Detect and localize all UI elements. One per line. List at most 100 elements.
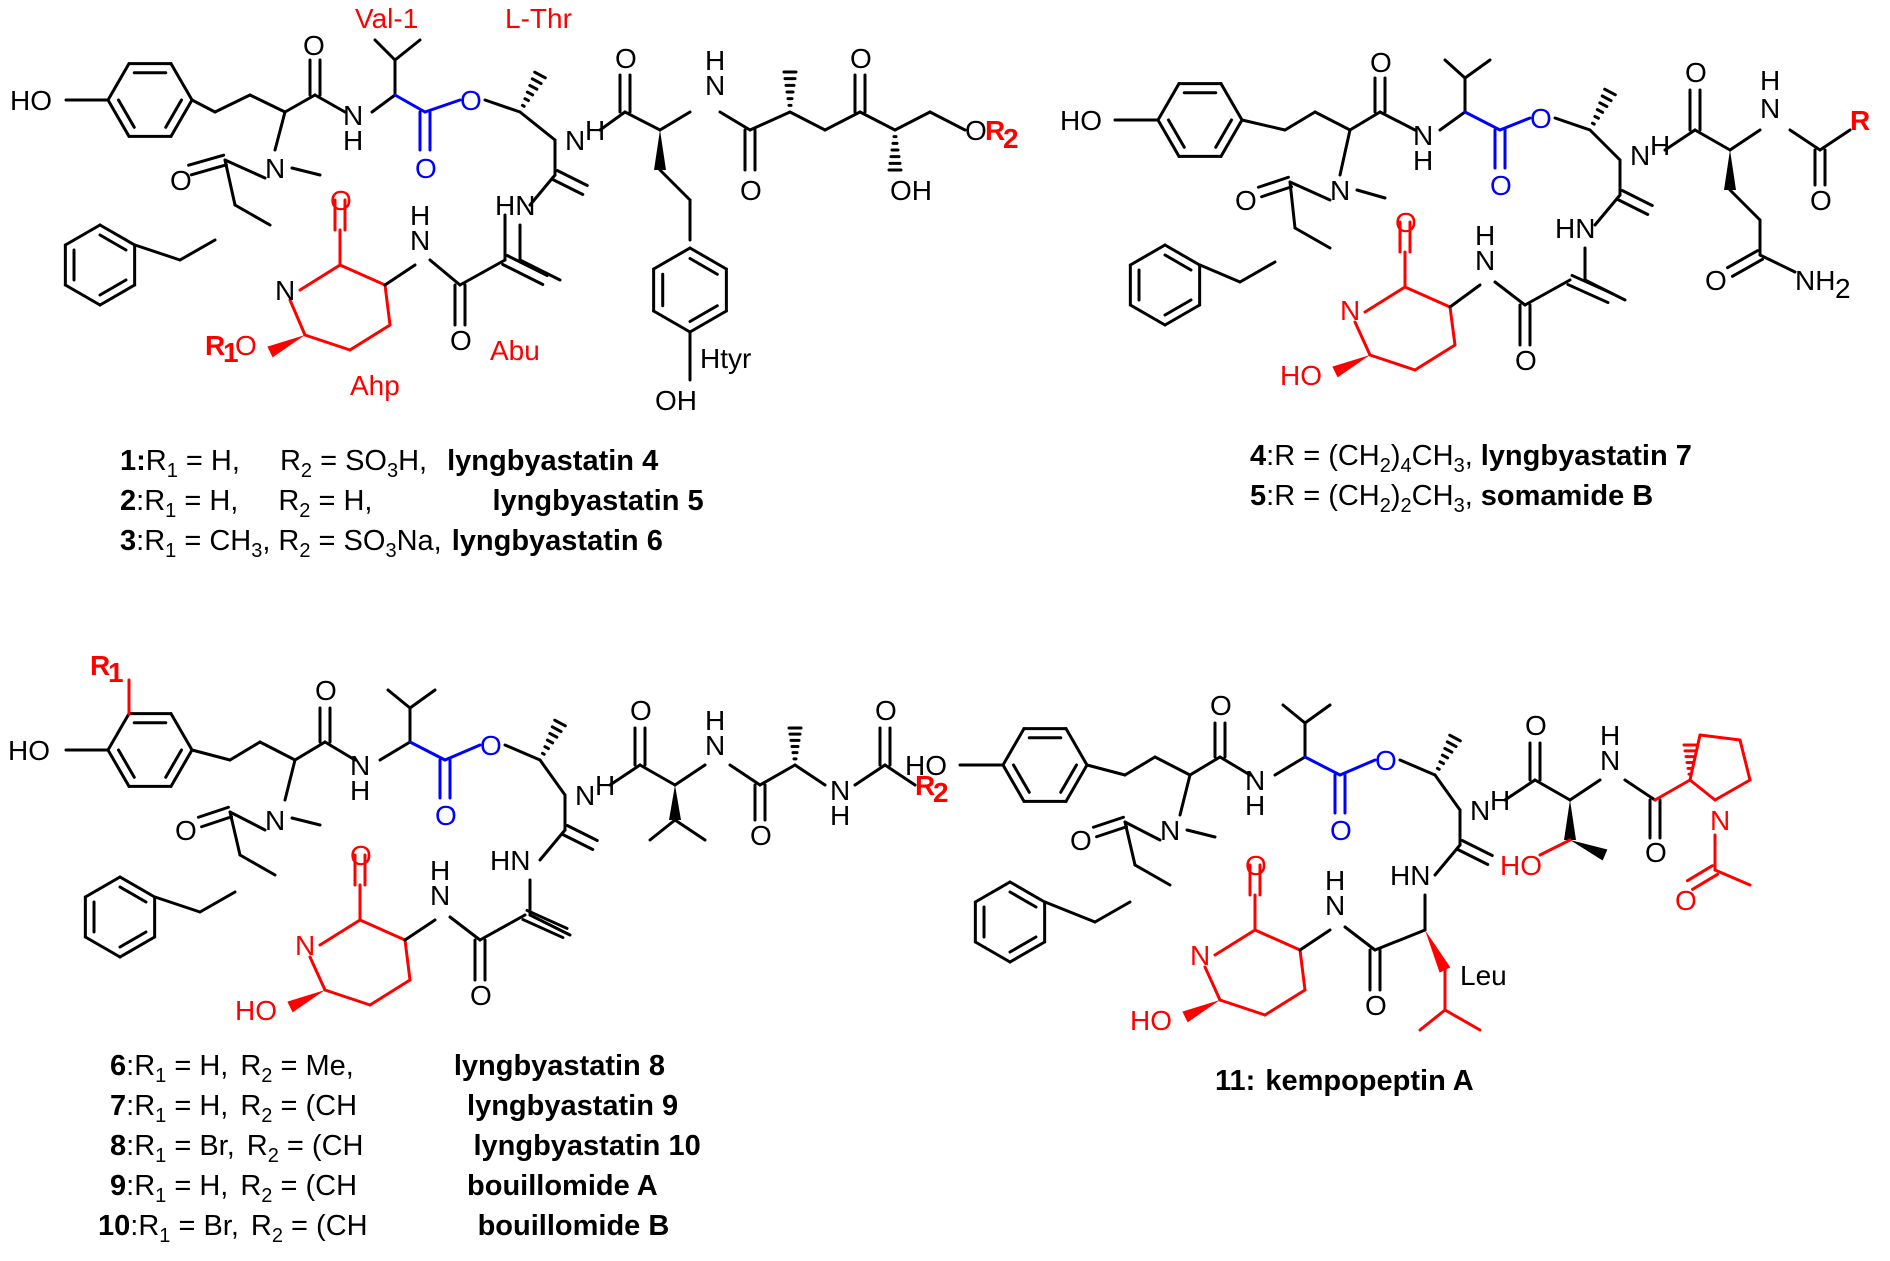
bond: [403, 938, 412, 982]
bond: [1303, 755, 1342, 777]
bond: [1728, 128, 1762, 152]
bond: [423, 98, 462, 114]
bond: [555, 169, 589, 188]
atom-label: N: [343, 100, 363, 131]
compound-caption: 1:R1 = H,R2 = SO3H,lyngbyastatin 4: [120, 445, 658, 482]
bond: [228, 740, 262, 762]
atom-label: N: [705, 70, 725, 101]
bond: [1593, 114, 1600, 120]
bond: [1616, 197, 1650, 216]
bond: [1448, 283, 1482, 309]
caption-part: 2: [261, 1105, 272, 1127]
bond: [190, 748, 232, 762]
atom-label: O: [1210, 690, 1232, 721]
bond: [1568, 778, 1602, 802]
bond: [1123, 820, 1137, 867]
atom-label: O: [965, 115, 987, 146]
bond: [1093, 900, 1132, 924]
bond: [1398, 758, 1437, 777]
bond: [1153, 755, 1192, 777]
name: somamide B: [1481, 480, 1653, 512]
atom-label: N: [410, 225, 430, 256]
atom-label: N: [565, 125, 585, 156]
caption-part: = CH: [176, 525, 251, 557]
bond: [403, 918, 437, 942]
bond: [1288, 180, 1332, 202]
bond: [298, 263, 342, 292]
atom-label: N: [350, 750, 370, 781]
bond: [883, 763, 917, 787]
bond: [228, 810, 242, 857]
atom-label: R: [915, 770, 935, 801]
bond: [1685, 864, 1714, 883]
bond: [1338, 128, 1352, 177]
caption-part: 5: [1250, 480, 1266, 512]
bond: [543, 745, 550, 751]
caption-part: = H,: [176, 485, 238, 517]
caption-part: 1: [155, 1105, 166, 1127]
bond: [164, 98, 183, 129]
atom-label: HO: [1130, 1005, 1172, 1036]
r1: R: [134, 1130, 155, 1162]
wedge-bond: [287, 990, 325, 1013]
atom-label: OH: [890, 175, 932, 206]
caption-part: 2: [301, 460, 312, 482]
bond: [1128, 243, 1167, 267]
bond: [503, 743, 542, 762]
bond: [973, 940, 1012, 964]
atom-label: O: [470, 980, 492, 1011]
bond: [290, 816, 322, 827]
bond: [1688, 733, 1702, 782]
atom-label: H: [1413, 145, 1433, 176]
bond: [258, 740, 297, 762]
atom-label: H: [1760, 65, 1780, 96]
bond: [1603, 87, 1617, 97]
bond: [1730, 257, 1764, 278]
bond: [198, 890, 237, 914]
bond: [823, 110, 862, 132]
atom-label: O: [740, 175, 762, 206]
bond: [1693, 128, 1732, 152]
bond: [1273, 755, 1307, 777]
bond: [1012, 763, 1031, 794]
bond: [1353, 320, 1372, 357]
caption-part: CH: [1412, 440, 1454, 472]
caption-part: 10: [98, 1210, 130, 1242]
atom-label: R: [205, 330, 225, 361]
atom-label: N: [295, 930, 315, 961]
bond: [1008, 940, 1047, 964]
atom-label: O: [1705, 265, 1727, 296]
bond: [408, 688, 437, 710]
atom-label: 2: [1835, 273, 1851, 304]
r2: R: [240, 1090, 261, 1122]
bond: [178, 238, 217, 262]
bond: [1214, 118, 1233, 149]
bond: [373, 38, 397, 62]
bond: [638, 763, 677, 787]
bond: [538, 828, 567, 862]
atom-label: N: [1330, 175, 1350, 206]
atom-label: N: [265, 153, 285, 184]
bond: [228, 810, 267, 832]
caption-part: 2: [1401, 495, 1412, 517]
bond: [530, 77, 543, 86]
bond: [106, 712, 131, 752]
caption-part: 3: [387, 460, 398, 482]
bond: [623, 110, 662, 132]
atom-label: H: [343, 125, 363, 156]
atom-label: Ahp: [350, 370, 400, 401]
bond: [1178, 773, 1192, 817]
bond: [106, 748, 131, 788]
atom-label: O: [1235, 185, 1257, 216]
bond: [1219, 82, 1244, 122]
atom-label: R: [1850, 105, 1870, 136]
caption-part: = H,: [310, 485, 372, 517]
bond: [1433, 773, 1462, 812]
bond: [98, 278, 128, 297]
bond: [448, 915, 482, 942]
caption-part: 1: [167, 460, 178, 482]
atom-label: O: [175, 815, 197, 846]
